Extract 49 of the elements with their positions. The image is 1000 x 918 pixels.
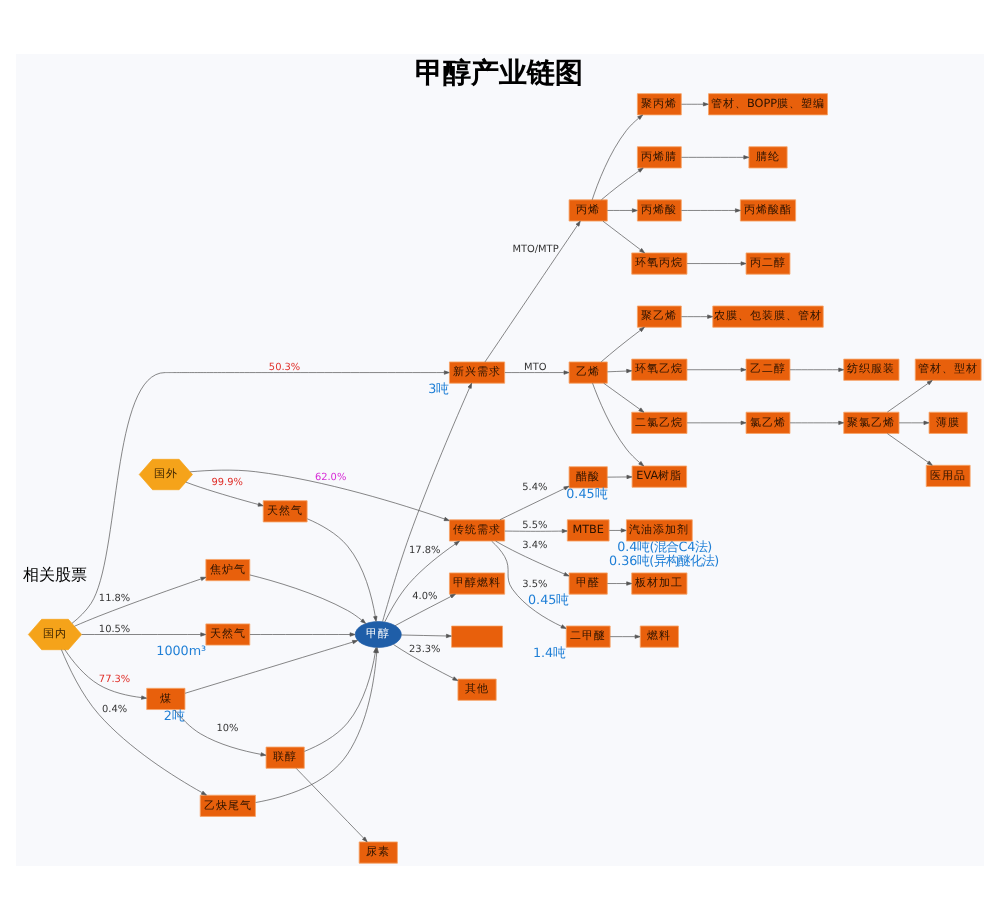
diagram-title: 甲醇产业链图: [415, 56, 584, 89]
arrow: [64, 648, 147, 699]
arrow: [600, 325, 645, 362]
arrow: [393, 643, 459, 680]
arrow: [681, 154, 750, 159]
arrow: [607, 207, 638, 212]
arrow: [887, 432, 933, 465]
node-box: [451, 624, 503, 647]
arrow: [71, 369, 450, 623]
arrow: [789, 366, 845, 371]
arrow: [681, 313, 713, 318]
arrow: [74, 575, 207, 626]
arrow: [608, 527, 627, 532]
arrow: [185, 480, 264, 506]
arrow: [384, 539, 460, 622]
arrow: [249, 573, 367, 623]
arrow: [491, 539, 567, 628]
arrow: [607, 580, 632, 585]
arrow: [887, 379, 933, 412]
arrow: [184, 639, 358, 693]
arrow: [382, 381, 472, 621]
arrow: [601, 166, 644, 200]
arrow: [504, 369, 570, 374]
arrow: [295, 767, 368, 842]
arrow: [400, 632, 452, 638]
arrow: [686, 419, 747, 424]
arrow: [504, 528, 568, 533]
arrow: [681, 101, 709, 106]
arrow: [592, 381, 645, 466]
arrow: [609, 633, 641, 638]
arrow: [681, 207, 741, 212]
arrow: [394, 592, 456, 625]
arrow: [495, 539, 570, 576]
arrow: [607, 473, 633, 479]
arrow: [249, 631, 356, 636]
arrow: [602, 219, 645, 253]
arrow: [607, 367, 632, 373]
arrow: [81, 631, 207, 636]
arrow: [61, 648, 207, 795]
arrow: [603, 381, 645, 412]
arrow: [484, 219, 581, 362]
arrow: [686, 260, 747, 265]
arrow: [591, 113, 643, 200]
arrow: [898, 419, 930, 424]
arrow: [686, 366, 747, 371]
arrow: [174, 708, 267, 756]
arrow: [307, 517, 378, 621]
arrow: [499, 484, 570, 520]
arrow: [789, 419, 845, 424]
